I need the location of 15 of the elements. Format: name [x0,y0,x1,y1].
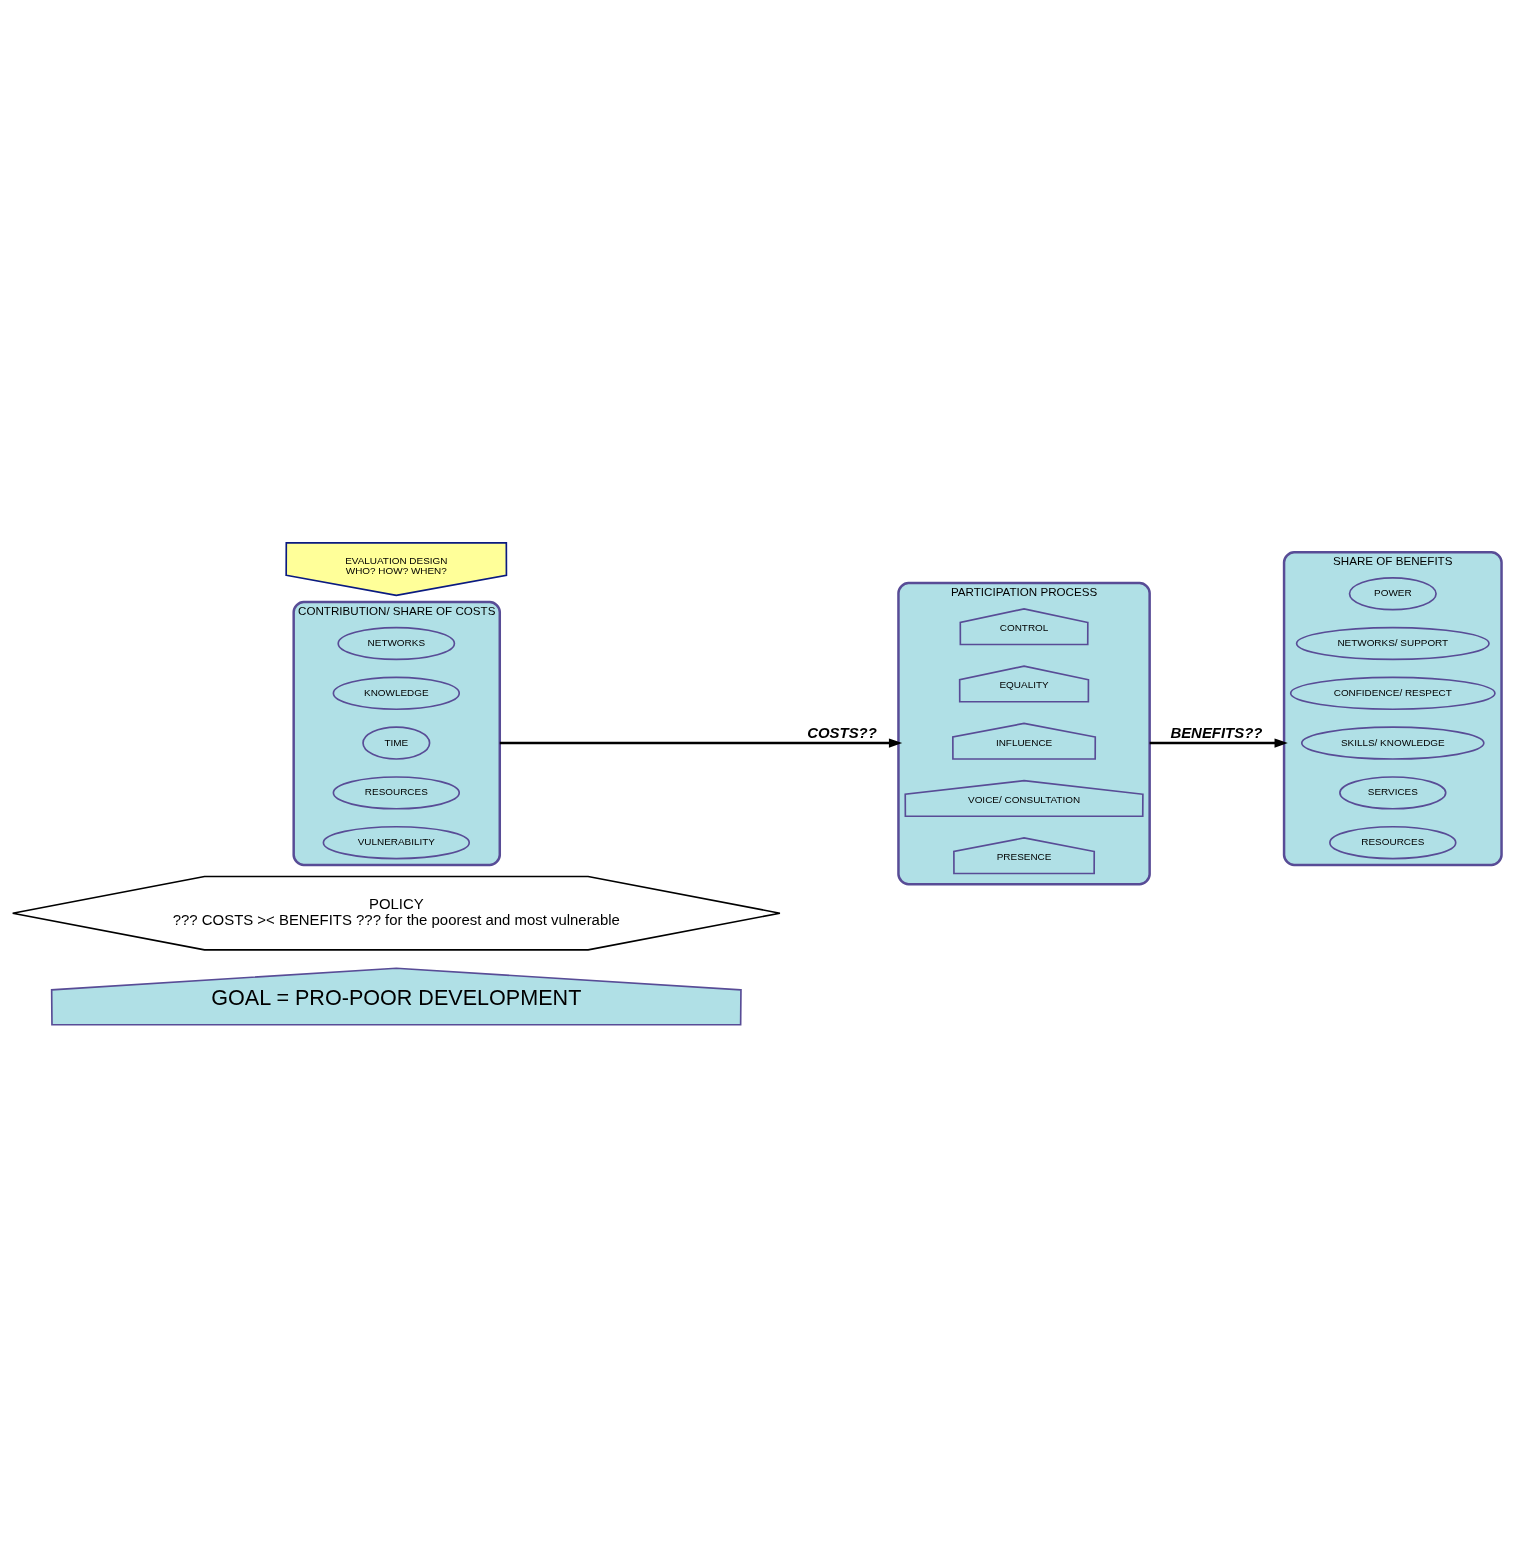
edge-label: COSTS?? [807,723,877,741]
node-ellipse: KNOWLEDGE [332,676,461,710]
edge-label: BENEFITS?? [1170,723,1263,741]
node-ellipse: RESOURCES [332,775,461,810]
node-ellipse: SERVICES [1339,775,1447,810]
node-ellipse: CONFIDENCE/ RESPECT [1289,676,1496,710]
arrow [1149,737,1288,748]
node-ellipse: POWER [1348,576,1437,610]
node-ellipse: SKILLS/ KNOWLEDGE [1300,725,1485,760]
arrow [499,737,903,748]
node-ellipse: TIME [362,725,431,760]
node-ellipse: VULNERABILITY [322,825,471,859]
node-ellipse: RESOURCES [1329,825,1457,859]
node-ellipse: NETWORKS [337,626,456,660]
node-ellipse: NETWORKS/ SUPPORT [1295,626,1490,660]
